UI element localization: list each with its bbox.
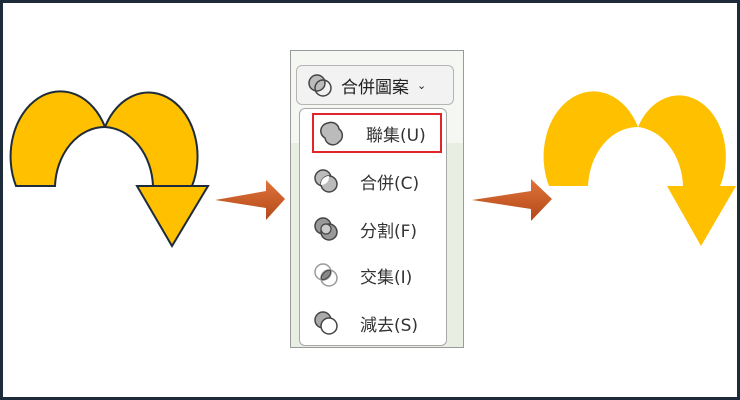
union-icon <box>320 121 344 146</box>
arrow-head-triangle <box>135 185 210 248</box>
menu-item-subtract[interactable]: 減去(S) <box>308 303 442 343</box>
before-curved-arrow-shape <box>9 90 210 248</box>
intersect-icon <box>314 263 338 287</box>
right-arrow-icon <box>472 179 552 221</box>
merge-shapes-label: 合併圖案 <box>341 77 409 98</box>
powerpoint-screenshot: 合併圖案 ⌄ 聯集(U) 合併(C) 分割(F) 交集(I) 減去(S) <box>290 50 464 348</box>
fragment-icon <box>314 217 338 241</box>
menu-item-union[interactable]: 聯集(U) <box>312 113 442 153</box>
right-arrow-icon <box>215 180 285 220</box>
merge-shapes-button[interactable]: 合併圖案 ⌄ <box>296 65 454 105</box>
right-arc-band <box>103 91 199 187</box>
combine-icon <box>314 169 338 193</box>
menu-item-combine[interactable]: 合併(C) <box>308 161 442 201</box>
left-arc-band <box>9 90 107 187</box>
subtract-icon <box>314 311 338 335</box>
menu-item-intersect[interactable]: 交集(I) <box>308 255 442 295</box>
after-merged-arrow-shape <box>543 91 736 246</box>
merge-shapes-menu: 聯集(U) 合併(C) 分割(F) 交集(I) 減去(S) <box>299 108 447 346</box>
menu-item-fragment[interactable]: 分割(F) <box>308 209 442 249</box>
chevron-down-icon: ⌄ <box>417 78 427 92</box>
merge-shapes-icon <box>308 74 332 97</box>
